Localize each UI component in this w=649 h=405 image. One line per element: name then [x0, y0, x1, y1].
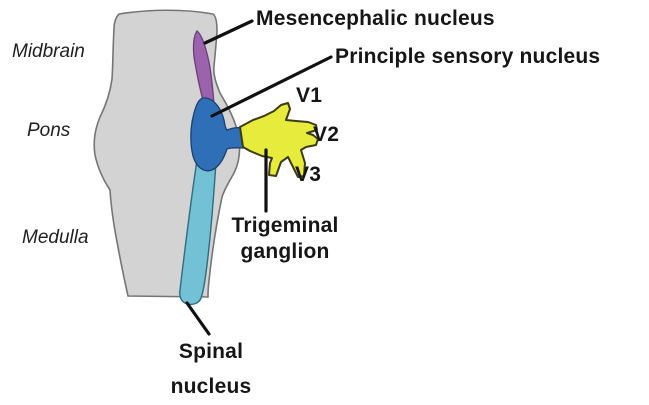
principle-sensory-leader-line — [210, 55, 333, 118]
branch-v3-label: V3 — [295, 163, 322, 186]
mesencephalic-leader-line — [203, 19, 254, 45]
branch-v1-label: V1 — [296, 84, 323, 107]
spinal-nucleus-shape — [179, 159, 217, 306]
medulla-region-label: Medulla — [22, 227, 89, 248]
mesencephalic-nucleus-label: Mesencephalic nucleus — [256, 7, 495, 30]
pons-region-label: Pons — [27, 120, 71, 141]
branch-v2-label: V2 — [313, 123, 340, 146]
trigeminal-ganglion-shape — [239, 102, 319, 178]
spinal-nucleus-label: Spinal nucleus — [170, 340, 252, 398]
midbrain-region-label: Midbrain — [12, 41, 85, 62]
principle-sensory-nucleus-label: Principle sensory nucleus — [335, 45, 601, 68]
spinal-nucleus-leader-line — [185, 301, 211, 336]
trigeminal-ganglion-label: Trigeminal ganglion — [231, 214, 339, 263]
principle-sensory-nucleus-shape — [190, 97, 245, 172]
